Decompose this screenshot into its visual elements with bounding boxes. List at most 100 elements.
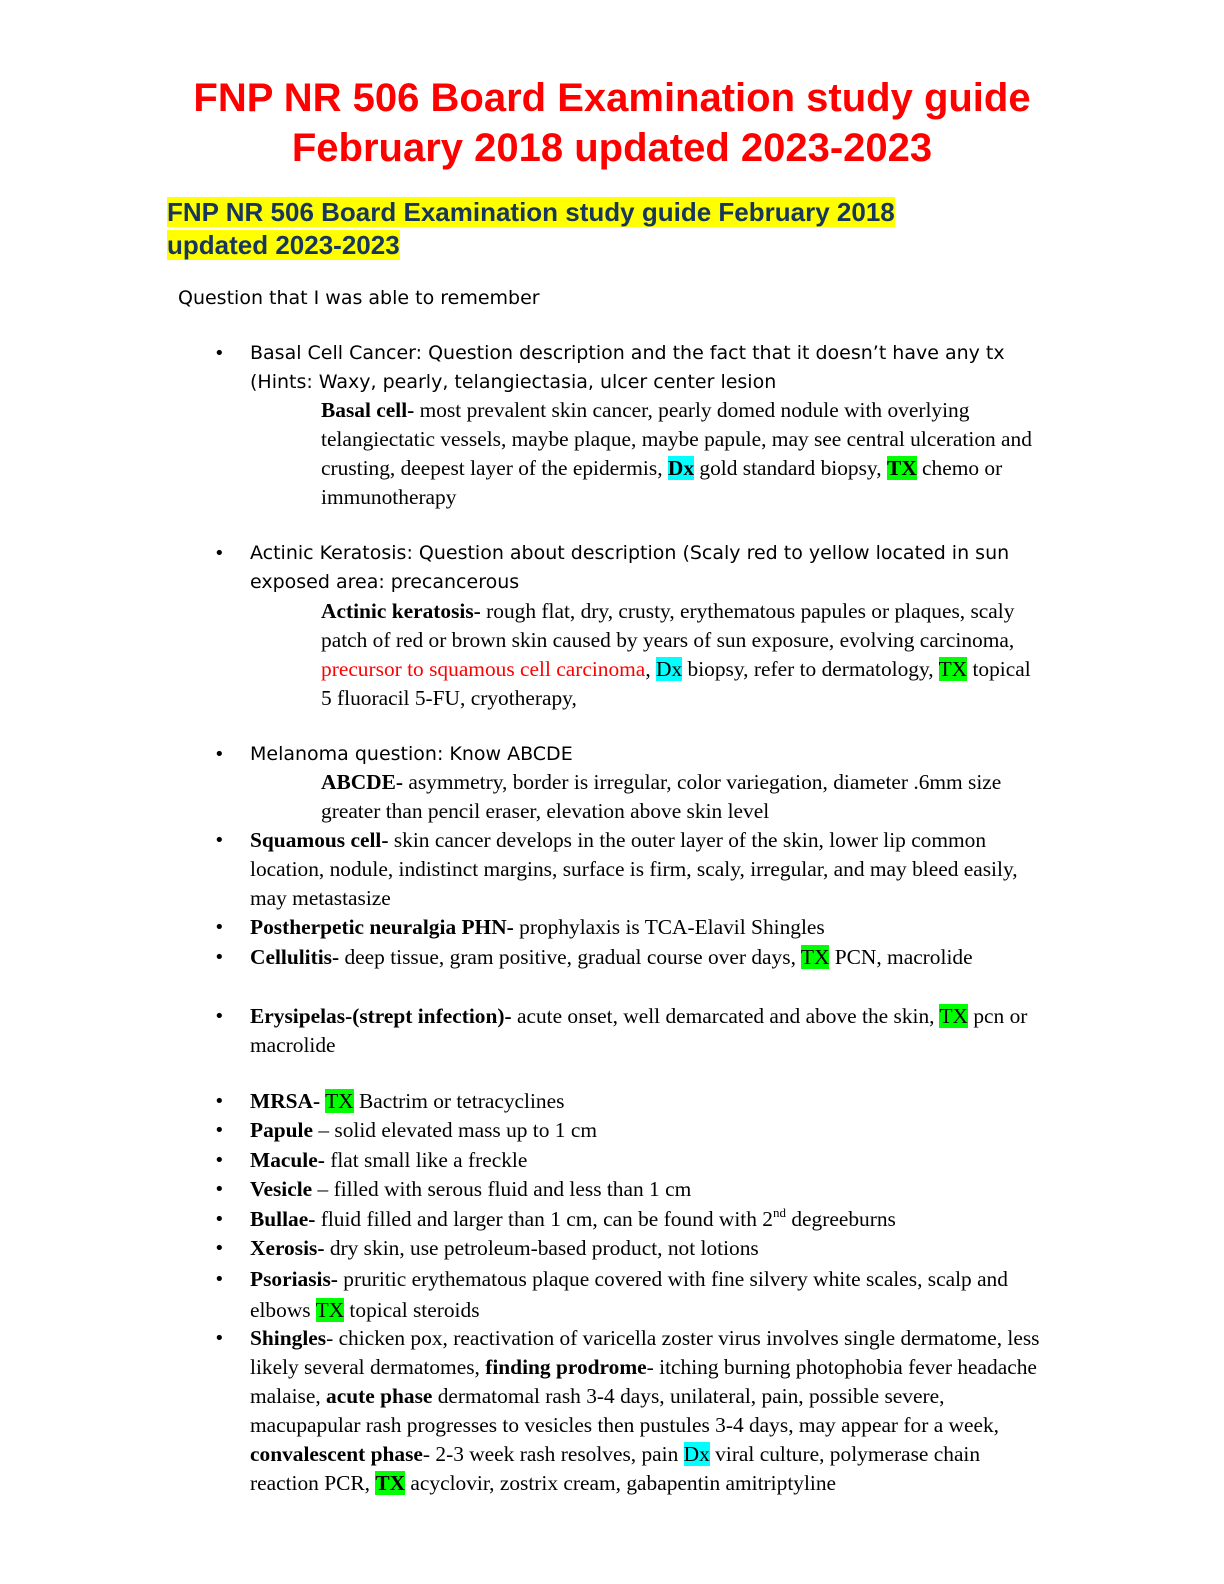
bullet-icon: • [214,1269,225,1290]
psoriasis-desc: pruritic erythematous plaque covered wit… [250,1267,1008,1322]
melanoma-question-text: Melanoma question: Know ABCDE [250,743,573,765]
actinic-question-text: Actinic Keratosis: Question about descri… [250,542,1010,593]
melanoma-desc: asymmetry, border is irregular, color va… [321,770,1002,823]
actinic-detail: Actinic keratosis- rough flat, dry, crus… [321,597,1037,713]
erysipelas-term: Erysipelas-(strept infection)- [250,1004,512,1028]
bullet-icon: • [214,343,225,364]
shingles-term-acute: acute phase [326,1384,433,1408]
shingles-term: Shingles [250,1326,327,1350]
bullet-icon: • [214,830,225,851]
bullae-term: Bullae- [250,1207,316,1231]
shingles-tx: acyclovir, zostrix cream, gabapentin ami… [405,1471,837,1495]
bullet-icon: • [214,1150,225,1171]
melanoma-detail: ABCDE- asymmetry, border is irregular, c… [321,768,1037,826]
basal-term: Basal cell- [321,398,415,422]
mrsa-term: MRSA- [250,1089,321,1113]
bullet-icon: • [214,1238,225,1259]
intro-text: Question that I was able to remember [178,287,540,309]
erysipelas-desc: acute onset, well demarcated and above t… [511,1004,940,1028]
list-item-vesicle: • Vesicle – filled with serous fluid and… [214,1175,1050,1204]
actinic-desc: rough flat, dry, crusty, erythematous pa… [321,599,1015,652]
bullet-icon: • [214,543,225,564]
list-item-phn: • Postherpetic neuralgia PHN- prophylaxi… [214,913,1050,942]
actinic-red-text: precursor to squamous cell carcinoma [321,657,646,681]
subtitle-line-2: updated 2023-2023 [167,230,400,260]
bullet-icon: • [214,947,225,968]
document-subtitle: FNP NR 506 Board Examination study guide… [167,196,967,262]
shingles-desc-3: dermatomal rash 3-4 days, unilateral, pa… [250,1384,1000,1437]
actinic-tx: topical 5 fluoracil 5-FU, cryotherapy, [321,657,1031,710]
tx-tag: TX [938,657,968,681]
vesicle-desc: – filled with serous fluid and less than… [312,1177,692,1201]
list-item-psoriasis: • Psoriasis- pruritic erythematous plaqu… [214,1264,1050,1326]
bullet-icon: • [214,1328,225,1349]
cellulitis-desc: deep tissue, gram positive, gradual cour… [339,945,801,969]
actinic-comma: , [645,657,657,681]
list-item-basal-question: • Basal Cell Cancer: Question descriptio… [214,339,1050,397]
list-item-xerosis: • Xerosis- dry skin, use petroleum-based… [214,1234,1050,1263]
bullae-desc-2: degreeburns [785,1207,896,1231]
shingles-dx: viral culture, polymerase chain reaction… [250,1442,981,1495]
subtitle-line-1: FNP NR 506 Board Examination study guide… [167,197,895,227]
basal-question-text: Basal Cell Cancer: Question description … [250,342,1005,393]
bullet-icon: • [214,1091,225,1112]
bullet-icon: • [214,1209,225,1230]
bullet-icon: • [214,1179,225,1200]
tx-tag: TX [325,1089,354,1113]
list-item-mrsa: • MRSA- TX Bactrim or tetracyclines [214,1087,1050,1116]
shingles-desc-1: - chicken pox, reactivation of varicella… [250,1326,1040,1379]
list-item-squamous: • Squamous cell- skin cancer develops in… [214,826,1050,913]
cellulitis-term: Cellulitis- [250,945,340,969]
basal-tx: chemo or immunotherapy [321,456,1003,509]
tx-tag: TX [315,1298,345,1322]
list-item-bullae: • Bullae- fluid filled and larger than 1… [214,1205,1050,1234]
list-item-erysipelas: • Erysipelas-(strept infection)- acute o… [214,1002,1050,1060]
tx-tag: TX [886,456,917,480]
psoriasis-term: Psoriasis- [250,1267,338,1291]
list-item-cellulitis: • Cellulitis- deep tissue, gram positive… [214,942,1050,973]
melanoma-term: ABCDE- [321,770,404,794]
xerosis-term: Xerosis- [250,1236,325,1260]
basal-desc: most prevalent skin cancer, pearly domed… [321,398,1032,480]
papule-desc: – solid elevated mass up to 1 cm [313,1118,597,1142]
cellulitis-tx: PCN, macrolide [829,945,973,969]
macule-term: Macule- [250,1148,325,1172]
bullae-superscript: nd [772,1205,786,1220]
document-title: FNP NR 506 Board Examination study guide… [193,76,1031,170]
mrsa-tx: Bactrim or tetracyclines [353,1089,565,1113]
psoriasis-tx: topical steroids [344,1298,480,1322]
actinic-dx: biopsy, refer to dermatology, [682,657,939,681]
tx-tag: TX [939,1004,968,1028]
squamous-term: Squamous cell- [250,828,389,852]
phn-desc: prophylaxis is TCA-Elavil Shingles [513,915,825,939]
tx-tag: TX [375,1471,406,1495]
list-item-shingles: • Shingles- chicken pox, reactivation of… [214,1324,1050,1498]
list-item-melanoma-question: • Melanoma question: Know ABCDE [214,740,1050,769]
list-item-papule: • Papule – solid elevated mass up to 1 c… [214,1116,1050,1145]
bullet-icon: • [214,917,225,938]
shingles-desc-4: - 2-3 week rash resolves, pain [422,1442,684,1466]
squamous-desc: skin cancer develops in the outer layer … [250,828,1018,910]
macule-desc: flat small like a freckle [324,1148,528,1172]
dx-tag: Dx [667,456,695,480]
dx-tag: Dx [656,657,683,681]
shingles-term-prodrome: finding prodrome [485,1355,647,1379]
vesicle-term: Vesicle [250,1177,313,1201]
xerosis-desc: dry skin, use petroleum-based product, n… [324,1236,759,1260]
phn-term: Postherpetic neuralgia PHN- [250,915,514,939]
basal-detail: Basal cell- most prevalent skin cancer, … [321,396,1037,512]
dx-tag: Dx [683,1442,710,1466]
papule-term: Papule [250,1118,313,1142]
shingles-desc-2: - itching burning photophobia fever head… [250,1355,1037,1408]
actinic-term: Actinic keratosis- [321,599,481,623]
bullet-icon: • [214,1120,225,1141]
basal-dx: gold standard biopsy, [694,456,887,480]
list-item-macule: • Macule- flat small like a freckle [214,1146,1050,1175]
tx-tag: TX [800,945,830,969]
bullet-icon: • [214,744,225,765]
list-item-actinic-question: • Actinic Keratosis: Question about desc… [214,539,1050,597]
shingles-term-convalescent: convalescent phase [250,1442,423,1466]
erysipelas-tx: pcn or macrolide [250,1004,1028,1057]
bullet-icon: • [214,1006,225,1027]
bullae-desc: fluid filled and larger than 1 cm, can b… [315,1207,773,1231]
